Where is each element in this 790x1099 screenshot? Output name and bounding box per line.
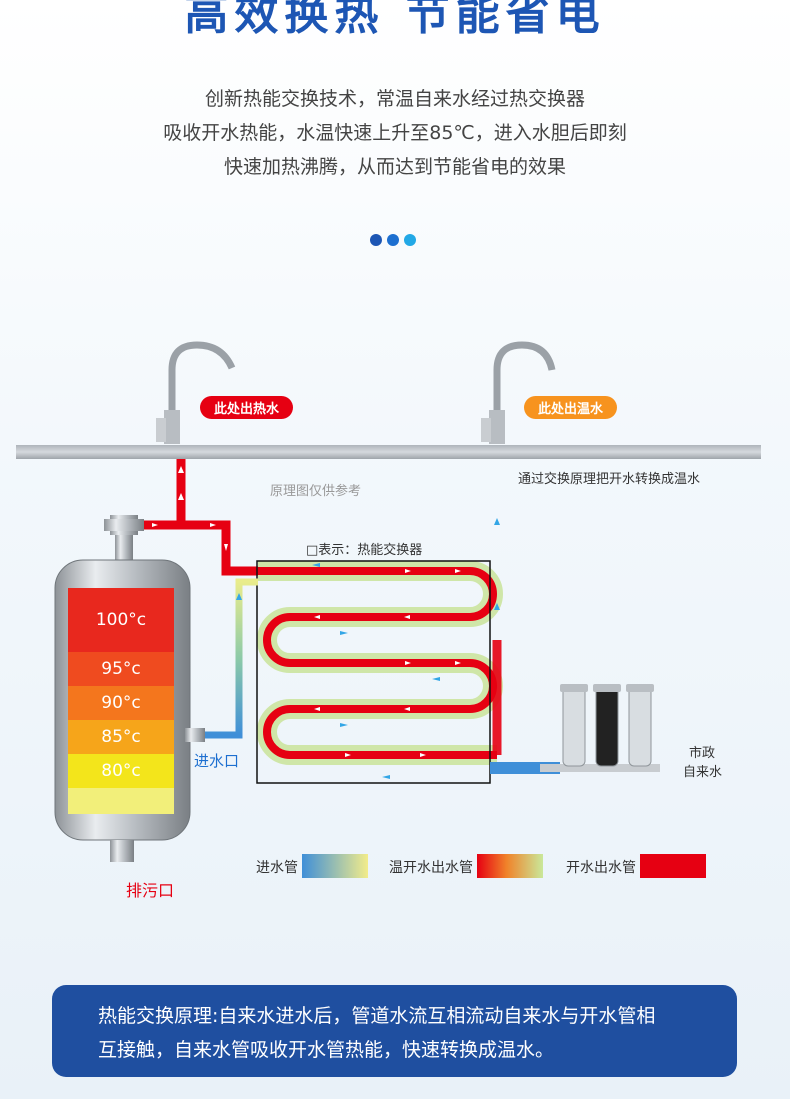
reference-note: 原理图仅供参考 <box>270 484 362 499</box>
filter-cartridges-icon <box>560 684 654 767</box>
legend-boiling-swatch <box>640 854 706 878</box>
exchanger-legend: □表示：热能交换器 <box>306 543 423 558</box>
intro-line-3: 快速加热沸腾，从而达到节能省电的效果 <box>223 156 566 178</box>
principle-line-1: 热能交换原理:自来水进水后，管道水流互相流动自来水与开水管相 <box>98 1005 656 1027</box>
hot-pipe-to-exchanger <box>181 520 258 576</box>
drain-port-label: 排污口 <box>126 881 175 900</box>
intro-line-2: 吸收开水热能，水温快速上升至85℃，进入水胆后即刻 <box>163 122 627 144</box>
exchange-note: 通过交换原理把开水转换成温水 <box>518 472 701 487</box>
legend-warm-label: 温开水出水管 <box>389 860 473 876</box>
principle-box: 热能交换原理:自来水进水后，管道水流互相流动自来水与开水管相 互接触，自来水管吸… <box>52 985 737 1077</box>
cold-flow-arrows <box>236 518 500 779</box>
tank-level-label: 90°c <box>101 693 141 713</box>
legend-inlet-label: 进水管 <box>256 860 298 876</box>
hot-faucet-icon <box>156 341 236 444</box>
hot-outlet-label: 此处出热水 <box>200 396 294 419</box>
hot-water-coil <box>258 567 497 759</box>
tank-level-label: 80°c <box>101 761 141 781</box>
tank-level-label: 100°c <box>95 610 147 630</box>
dot-3 <box>404 234 416 246</box>
tank-level-90: 90°c <box>68 686 174 720</box>
intro-text: 创新热能交换技术，常温自来水经过热交换器 吸收开水热能，水温快速上升至85℃，进… <box>0 82 790 184</box>
inlet-port-label: 进水口 <box>194 752 240 770</box>
municipal-label-2: 自来水 <box>683 765 723 780</box>
filter-base <box>540 764 660 772</box>
dot-1 <box>370 234 382 246</box>
legend-inlet-swatch <box>302 854 368 878</box>
tank-level-100: 100°c <box>68 588 174 652</box>
tank-level-85: 85°c <box>68 720 174 754</box>
countertop <box>16 445 761 459</box>
flow-arrows <box>152 466 461 757</box>
page-title: 高效换热 节能省电 <box>184 0 606 40</box>
legend-warm-swatch <box>477 854 543 878</box>
dot-2 <box>387 234 399 246</box>
tank-level-label: 95°c <box>101 659 141 679</box>
tank-level-label: 85°c <box>101 727 141 747</box>
warm-outlet-label: 此处出温水 <box>524 396 618 419</box>
legend-boiling-label: 开水出水管 <box>566 860 636 876</box>
municipal-label-1: 市政 <box>689 746 716 761</box>
tank-level-bottom <box>68 788 174 814</box>
intro-line-1: 创新热能交换技术，常温自来水经过热交换器 <box>204 88 585 110</box>
principle-line-2: 互接触，自来水管吸收开水管热能，快速转换成温水。 <box>98 1039 555 1061</box>
tank-level-95: 95°c <box>68 652 174 686</box>
inlet-pipe <box>203 578 258 739</box>
decorative-dots <box>370 231 421 250</box>
warm-faucet-icon <box>481 341 556 444</box>
tank-level-80: 80°c <box>68 754 174 788</box>
heat-exchanger-box <box>256 560 491 784</box>
